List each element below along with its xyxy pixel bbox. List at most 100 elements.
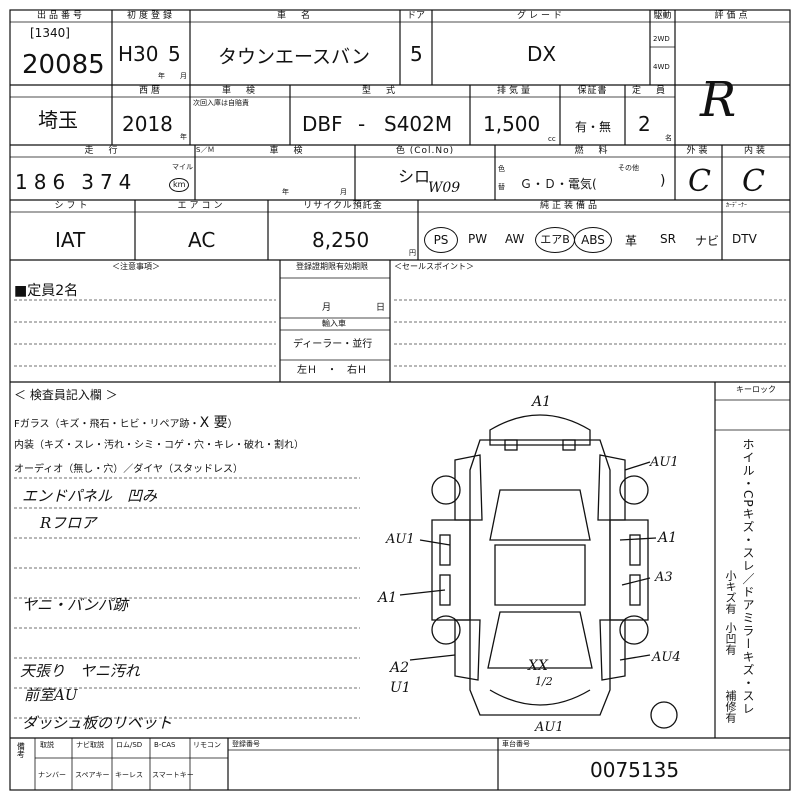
model: S402M <box>384 112 453 136</box>
footer-label: スマートキー <box>152 771 194 779</box>
color-code: W09 <box>428 180 461 196</box>
handle: 左Ｈ ・ 右Ｈ <box>297 365 367 376</box>
equip-ps: PS <box>424 227 458 253</box>
chassis-label: 車台番号 <box>502 740 530 748</box>
damage-mark: U1 <box>390 680 411 696</box>
mileage-digit: 6 <box>52 170 66 194</box>
damage-mark: XX <box>528 658 548 674</box>
rating-label: 評価点 <box>714 11 751 21</box>
glass-x: X 要 <box>199 415 228 431</box>
capacity: 2 <box>638 112 651 136</box>
damage-mark: A1 <box>532 394 552 410</box>
tv-label: ｶｰﾃﾞｰﾅｰ <box>726 202 748 209</box>
equip-leather: 革 <box>625 234 638 248</box>
mileage-digit: 3 <box>81 170 94 194</box>
import-label: 輸入車 <box>322 319 346 328</box>
side-vertical-text: ホイル・CPキズ・スレ／ドアミラーキズ・スレ <box>741 438 755 716</box>
equip-abs: ABS <box>574 227 612 253</box>
handwritten-note: ダッシュ板のリベット <box>22 714 173 732</box>
fuel-other: その他 <box>618 164 639 172</box>
equip-aw: AW <box>505 232 525 246</box>
equip-airbag: エアB <box>535 227 575 253</box>
damage-mark: AU1 <box>650 455 679 470</box>
shift-label: シフト <box>54 201 91 211</box>
audio-items: オーディオ（無し・穴）／ダイヤ（スタッドレス） <box>14 464 243 475</box>
inspection-label: 車 検 <box>221 86 258 96</box>
caution-label: ＜注意事項＞ <box>112 262 160 271</box>
capacity-note: ■定員2名 <box>14 283 79 299</box>
footer-label: B-CAS <box>154 741 176 749</box>
first-reg-label: 初度登録 <box>126 11 175 21</box>
glass-close: ） <box>227 419 238 430</box>
glass-text: Fガラス（キズ・飛石・ヒビ・リペア跡・X 要） <box>14 412 238 432</box>
recycle: 8,250 <box>312 228 370 252</box>
damage-mark: AU4 <box>652 650 681 665</box>
interior: C <box>742 164 765 199</box>
mileage-label: 走 行 <box>84 146 121 156</box>
year-unit: 年 <box>180 133 187 141</box>
inspection2-label: 車 検 <box>269 146 306 156</box>
car-diagram <box>399 414 678 729</box>
color: シロ <box>398 167 431 186</box>
equip-dtv: DTV <box>732 232 757 246</box>
warranty: 有・無 <box>575 120 612 134</box>
mileage: 1 8 6 3 7 4 <box>15 170 131 194</box>
cc-unit: cc <box>548 135 556 143</box>
handwritten-note: Rフロア <box>40 514 97 532</box>
lot-label: 出品番号 <box>36 11 85 21</box>
footer-label: 取説 <box>40 741 54 749</box>
recycle-label: リサイクル預託金 <box>303 201 383 211</box>
fuel: Ｇ・Ｄ・電気( <box>520 177 597 191</box>
km-unit: km <box>169 178 190 193</box>
capacity-label: 定 員 <box>631 86 668 96</box>
sales-point-label: ＜セールスポイント＞ <box>394 262 474 271</box>
reg-number-label: 登録番号 <box>232 740 260 748</box>
car-name: タウンエースバン <box>218 46 371 68</box>
mileage-digit: 1 <box>15 170 28 194</box>
equip-sr: SR <box>660 232 676 246</box>
displacement: 1,500 <box>483 112 541 136</box>
footer-label: スペアキー <box>75 771 110 779</box>
interior-items: 内装（キズ・スレ・汚れ・シミ・コゲ・穴・キレ・破れ・割れ） <box>14 440 304 451</box>
color-label: 色 (Col.No) <box>395 146 455 156</box>
equip-pw: PW <box>468 232 488 246</box>
first-reg-era: H30 <box>118 42 159 66</box>
capacity-unit: 名 <box>665 134 672 142</box>
yen-unit: 円 <box>409 249 416 257</box>
mileage-digit: 7 <box>99 170 113 194</box>
damage-mark: A3 <box>655 570 673 585</box>
inspector-title: ＜ 検査員記入欄 ＞ <box>14 388 118 402</box>
equipment-label: 純正装備品 <box>539 201 600 211</box>
glass-items: Fガラス（キズ・飛石・ヒビ・リペア跡・ <box>14 419 200 430</box>
inspection2-tsuki: 月 <box>340 188 347 196</box>
shift: IAT <box>55 228 86 252</box>
year-label: 西暦 <box>138 86 163 96</box>
reg-deadline-label: 登録證期限有効期限 <box>296 262 368 271</box>
handwritten-note: エンドパネル 凹み <box>22 487 158 505</box>
lot-number: 20085 <box>22 50 105 80</box>
first-reg-month: 5 <box>168 42 181 66</box>
dealer: ディーラー・並行 <box>293 339 373 350</box>
swap-label: S／Ｍ <box>196 146 215 154</box>
color-change-1: 色 <box>498 165 505 173</box>
doors: 5 <box>410 42 423 66</box>
mileage-digit: 8 <box>33 170 47 194</box>
mileage-digit: 4 <box>118 170 132 194</box>
model-prefix: DBF <box>302 112 343 136</box>
exterior: C <box>688 164 711 199</box>
damage-mark: A1 <box>378 590 398 606</box>
reg-hi: 日 <box>376 303 386 313</box>
exterior-label: 外装 <box>686 146 711 156</box>
ac-label: エアコン <box>177 201 226 211</box>
region: 埼玉 <box>38 108 78 132</box>
small-scratch: 小キズ有 <box>724 570 737 614</box>
rating: R <box>700 72 737 128</box>
doors-label: ドア <box>406 11 425 21</box>
damage-mark: A2 <box>390 660 410 676</box>
warranty-label: 保証書 <box>577 86 608 96</box>
footer-label: キーレス <box>115 771 143 779</box>
damage-mark: AU1 <box>535 720 564 735</box>
drive-2wd: 2WD <box>653 35 670 43</box>
grade-label: グレード <box>516 11 565 21</box>
